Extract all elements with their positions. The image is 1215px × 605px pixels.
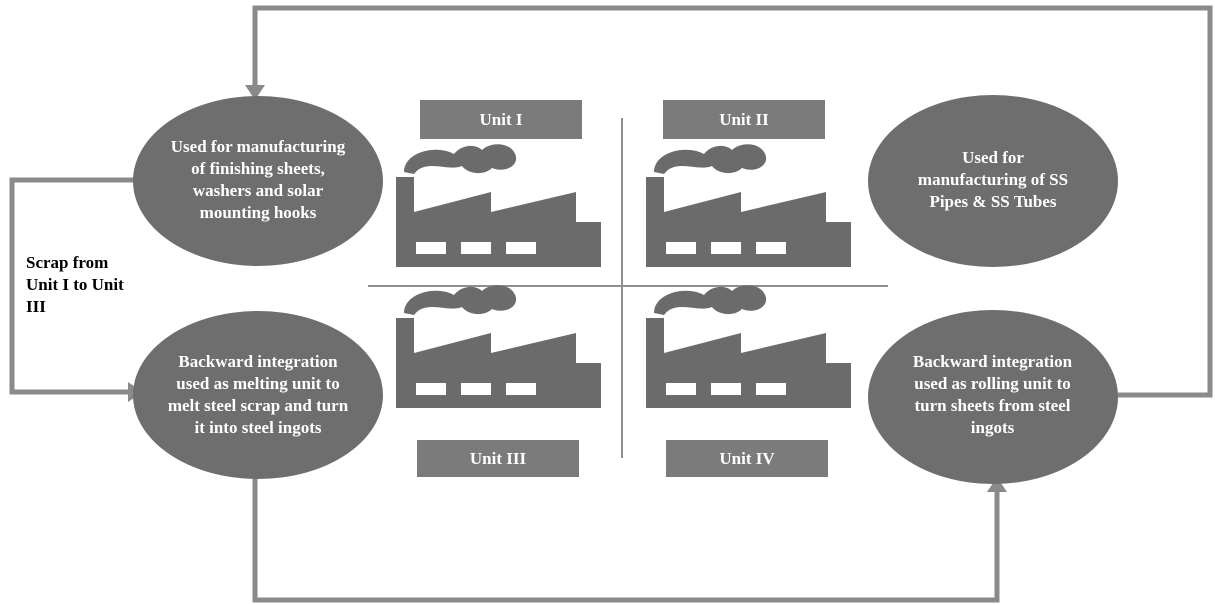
scrap-arrow-line	[9, 177, 135, 395]
scrap-label: Scrap from Unit I to Unit III	[26, 253, 124, 316]
melt-to-roll-arrow-line	[252, 478, 1000, 603]
unit3-use-text: Backward integration used as melting uni…	[167, 352, 349, 437]
unit3-label: Unit III	[417, 440, 579, 477]
unit4-ellipse	[868, 310, 1118, 484]
unit2-ellipse	[868, 95, 1118, 267]
unit2-label: Unit II	[663, 100, 825, 139]
arrow-head-up	[987, 477, 1007, 492]
unit1-ellipse	[133, 96, 383, 266]
factory-icon	[646, 285, 851, 408]
unit2-use-text: Used for manufacturing of SS Pipes & SS …	[917, 148, 1069, 211]
unit1-use-text: Used for manufacturing of finishing shee…	[170, 137, 346, 222]
unit1-label: Unit I	[420, 100, 582, 139]
unit4-label: Unit IV	[666, 440, 828, 477]
factory-icon	[396, 285, 601, 408]
factory-icon	[396, 144, 601, 267]
unit4-use-text: Backward integration used as rolling uni…	[912, 352, 1073, 437]
arrow-head-down	[245, 85, 265, 100]
factory-icon	[646, 144, 851, 267]
unit3-ellipse	[133, 311, 383, 479]
return-arrow-line	[252, 5, 1213, 398]
